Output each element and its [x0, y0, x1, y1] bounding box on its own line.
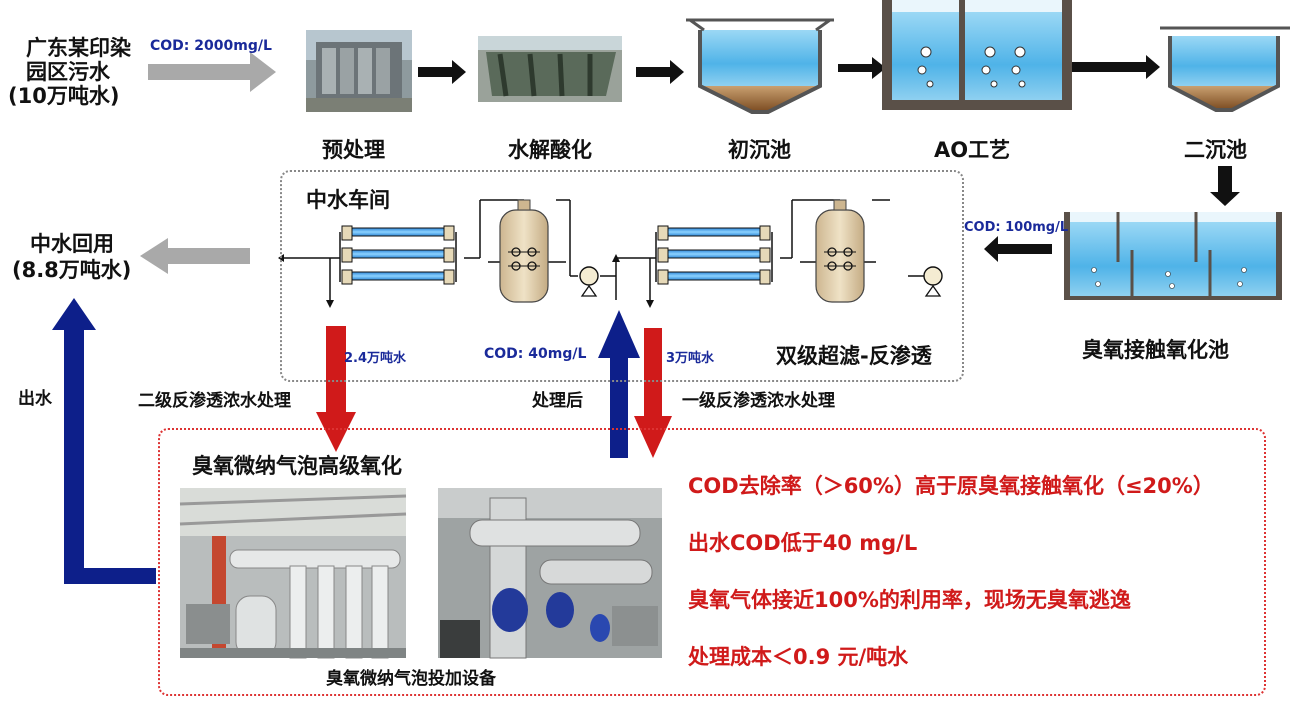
- navy-arrow-treated: [598, 310, 640, 458]
- source-line3: (10万吨水): [8, 84, 120, 108]
- equipment-caption: 臭氧微纳气泡投加设备: [326, 669, 496, 689]
- membrane-group-2: [657, 225, 771, 285]
- hydrolysis-photo: [478, 36, 622, 102]
- stage-secondary: 二沉池: [1184, 138, 1247, 162]
- pressure-vessel-2: [815, 199, 865, 303]
- red-arrow-2nd-ro: [316, 326, 356, 452]
- equipment-photo-1: [179, 488, 407, 659]
- stage-hydrolysis: 水解酸化: [508, 138, 592, 162]
- pretreatment-photo: [306, 30, 412, 112]
- second-ro-label: 二级反渗透浓水处理: [138, 391, 291, 411]
- advanced-oxidation-box: [158, 428, 1266, 696]
- stage-ozone-pool: 臭氧接触氧化池: [1082, 338, 1229, 362]
- membrane-group-1: [341, 225, 455, 285]
- primary-clarifier-icon: [686, 18, 834, 114]
- workshop-title: 中水车间: [306, 188, 390, 212]
- first-ro-label: 一级反渗透浓水处理: [682, 391, 835, 411]
- stage-ao: AO工艺: [934, 138, 1011, 162]
- workshop-process: 双级超滤-反渗透: [776, 344, 932, 368]
- benefit-point-3: 臭氧气体接近100%的利用率，现场无臭氧逃逸: [688, 588, 1131, 612]
- stage-pretreatment: 预处理: [322, 138, 385, 162]
- flow-24-label: 2.4万吨水: [344, 351, 407, 366]
- benefit-point-4: 处理成本＜0.9 元/吨水: [688, 645, 909, 669]
- benefit-point-1: COD去除率（＞60%）高于原臭氧接触氧化（≤20%）: [688, 474, 1214, 498]
- gray-arrow-source: [148, 52, 276, 92]
- treated-label: 处理后: [532, 391, 583, 411]
- navy-arrow-outflow: [52, 298, 156, 584]
- reuse-line2: (8.8万吨水): [12, 258, 132, 282]
- water-workshop-box: [280, 170, 964, 382]
- red-arrow-1st-ro: [634, 328, 672, 458]
- reuse-line1: 中水回用: [30, 232, 114, 256]
- pump-2-icon: [923, 266, 943, 297]
- advanced-title: 臭氧微纳气泡高级氧化: [192, 454, 402, 478]
- secondary-clarifier-icon: [1160, 26, 1290, 112]
- ozone-contact-pool-icon: [1064, 212, 1282, 300]
- pressure-vessel-1: [499, 199, 549, 303]
- pump-1-icon: [579, 266, 599, 297]
- ao-tank-icon: [882, 0, 1072, 110]
- cod-100-label: COD: 100mg/L: [964, 220, 1069, 235]
- stage-primary: 初沉池: [728, 138, 791, 162]
- cod-2000-label: COD: 2000mg/L: [150, 38, 272, 54]
- equipment-photo-2: [438, 488, 662, 659]
- benefit-point-2: 出水COD低于40 mg/L: [688, 531, 918, 555]
- cod-40-label: COD: 40mg/L: [484, 346, 587, 362]
- outflow-label: 出水: [18, 389, 52, 409]
- source-line2: 园区污水: [26, 60, 110, 84]
- flow-3-label: 3万吨水: [666, 351, 715, 366]
- source-line1: 广东某印染: [26, 36, 131, 60]
